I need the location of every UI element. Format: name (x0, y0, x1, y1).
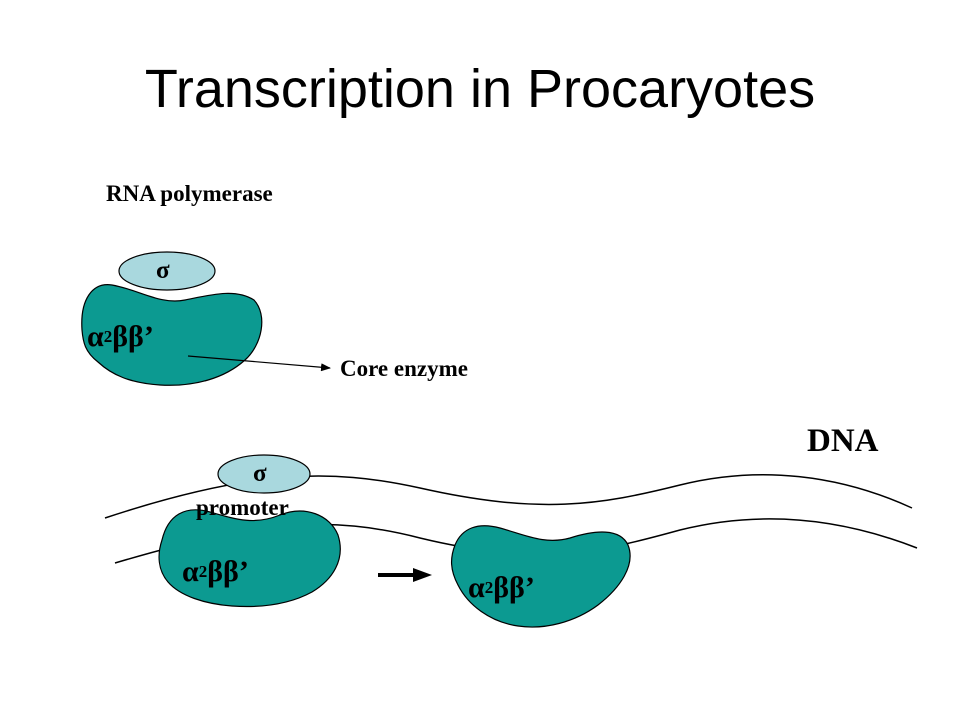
core-enzyme-label: Core enzyme (340, 356, 468, 381)
beta-symbols: ββ’ (112, 320, 154, 353)
core-enzyme-pointer-arrow (187, 355, 331, 372)
core-subunits-label-1: α2ββ’ (87, 322, 154, 352)
alpha-count: 2 (484, 578, 494, 597)
core-enzyme-shape-2 (158, 509, 341, 608)
alpha-symbol: α (182, 555, 199, 588)
alpha-symbol: α (468, 571, 485, 604)
beta-symbols: ββ’ (207, 555, 249, 588)
core-subunits-label-3: α2ββ’ (468, 573, 535, 603)
alpha-count: 2 (198, 562, 208, 581)
alpha-count: 2 (103, 327, 113, 346)
sigma-label-2: σ (253, 460, 267, 487)
slide-title: Transcription in Procaryotes (144, 59, 816, 119)
sigma-factor-shape-1 (118, 251, 216, 291)
beta-symbols: ββ’ (493, 571, 535, 604)
rna-polymerase-label: RNA polymerase (106, 181, 273, 206)
dna-label: DNA (807, 423, 879, 459)
alpha-symbol: α (87, 320, 104, 353)
core-subunits-label-2: α2ββ’ (182, 557, 249, 587)
promoter-label: promoter (196, 495, 289, 520)
sigma-label-1: σ (156, 257, 170, 284)
core-enzyme-shape-3 (451, 525, 631, 628)
sigma-factor-shape-2 (217, 454, 311, 494)
core-enzyme-shape-1 (81, 284, 263, 386)
transition-arrowhead (413, 568, 432, 582)
